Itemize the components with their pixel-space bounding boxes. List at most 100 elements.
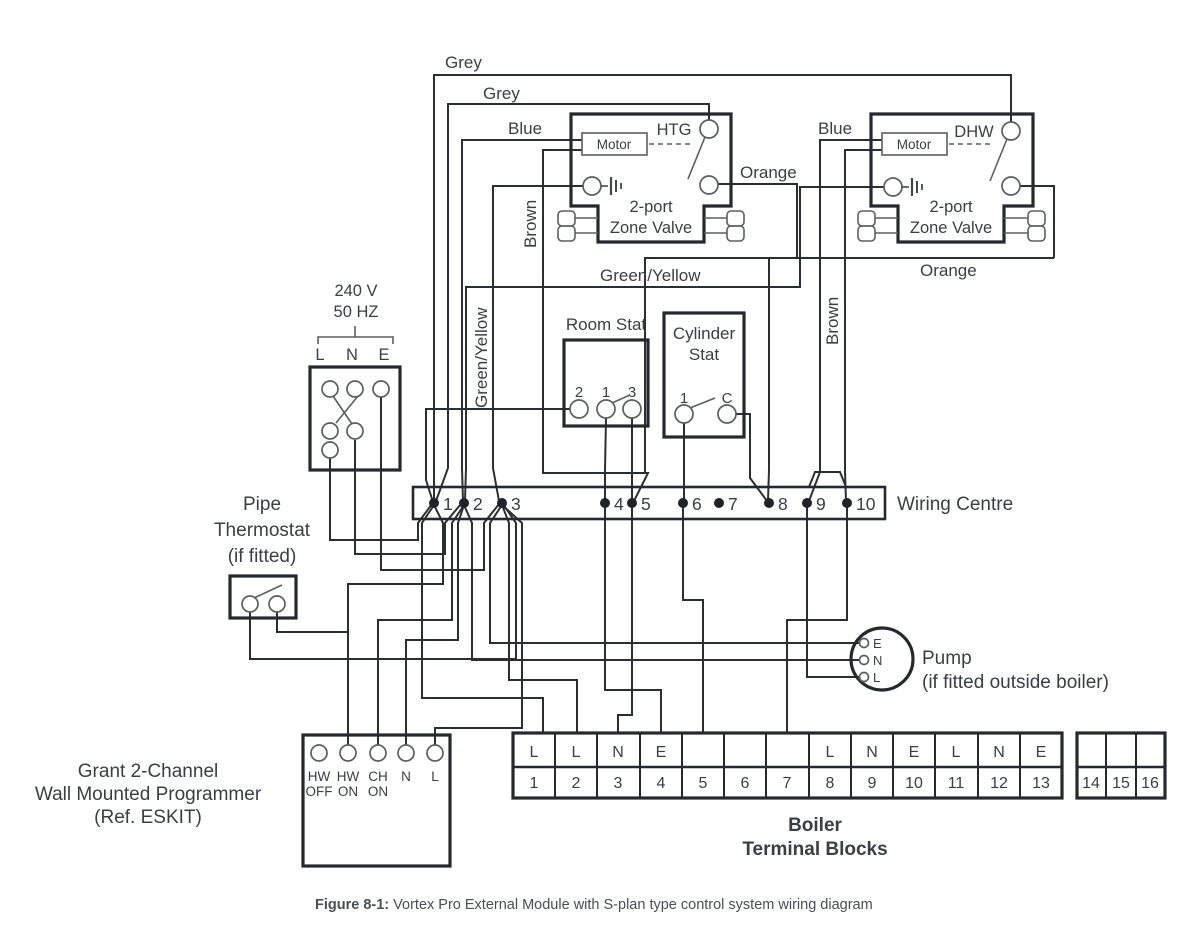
zone-valve-left: Motor HTG 2-port Zone Valve [557, 112, 745, 244]
wc-terminal-7: 7 [728, 494, 738, 514]
pipe-thermostat-title-1: Pipe [243, 494, 281, 515]
boiler-letter-8: L [826, 744, 835, 761]
pipe-thermostat-switch-arm [253, 584, 283, 599]
boiler-letter-1: L [530, 744, 539, 761]
wiring-centre-box [411, 485, 887, 521]
programmer-contact [310, 744, 328, 762]
boiler-number-6: 6 [741, 775, 750, 792]
boiler-letter-9: N [866, 744, 878, 761]
wire-boiler-5 [682, 503, 704, 733]
wc-terminal-9: 9 [816, 494, 826, 514]
boiler-number-10: 10 [905, 775, 923, 792]
wire-prog-n [405, 504, 465, 745]
mains-supply: 240 V 50 HZ L N E [308, 282, 402, 472]
wire-brown-right [844, 149, 882, 502]
wiring-centre: 1 2 3 4 5 6 7 8 9 10 Wiring Centre [411, 485, 1013, 521]
programmer-contact [426, 744, 444, 762]
boiler-number-3: 3 [614, 775, 623, 792]
prog-hw-off-1: HW [308, 769, 331, 784]
room-stat-contact [596, 399, 616, 419]
mains-switch-link [335, 395, 359, 424]
mains-contact [321, 380, 339, 398]
boiler-letter-3: N [612, 744, 624, 761]
wire-orange-drop-t8 [767, 258, 770, 502]
room-stat-box [562, 338, 650, 428]
wire-orange-left [718, 183, 798, 258]
figure-caption: Figure 8-1: Vortex Pro External Module w… [315, 897, 873, 913]
pump-terminal-e [858, 637, 870, 649]
boiler-number-11: 11 [948, 775, 965, 792]
wc-terminal-8: 8 [778, 494, 788, 514]
wc-terminal-3: 3 [511, 494, 521, 514]
earth-icon [601, 177, 622, 195]
mains-contact [372, 380, 390, 398]
label-grey-second: Grey [483, 84, 520, 103]
pump-terminal-l [858, 671, 870, 683]
wc-terminal-5: 5 [641, 494, 651, 514]
cylinder-stat-title-2: Stat [689, 345, 720, 364]
zone-valve-right-dhw-terminal [1001, 121, 1021, 141]
mains-contact [321, 422, 339, 440]
pump-terminal-n [858, 654, 870, 666]
boiler-letter-11: L [952, 744, 961, 761]
zone-valve-right-switch-label: DHW [954, 123, 994, 141]
pipe-thermostat-contact [268, 595, 286, 613]
boiler-letters: L L N E L N E L N E [530, 744, 1047, 761]
label-orange-left: Orange [740, 163, 797, 182]
prog-hw-off-2: OFF [306, 784, 333, 799]
zone-valve-right-motor-label: Motor [897, 137, 932, 152]
label-green-yellow-vertical: Green/Yellow [472, 307, 491, 408]
wire-boiler-7 [786, 503, 848, 733]
wire-room-stat-1 [604, 417, 607, 502]
room-stat-terminal-3: 3 [628, 384, 636, 401]
boiler-number-15: 15 [1112, 775, 1130, 792]
pump: E N L Pump (if fitted outside boiler) [849, 626, 1109, 693]
wire-earth-left-valve [492, 185, 583, 502]
zone-valve-left-htg-terminal [699, 119, 719, 139]
boiler-letter-4: E [656, 744, 667, 761]
zone-valve-right-body [869, 112, 1035, 244]
wire-green-yellow-bus [464, 186, 884, 502]
boiler-number-1: 1 [530, 775, 539, 792]
boiler-letter-10: E [909, 744, 920, 761]
label-orange-right: Orange [920, 261, 977, 280]
boiler-blocks-label-2: Terminal Blocks [742, 839, 887, 860]
zone-valve-left-earth-terminal [582, 176, 602, 196]
zone-valve-right: Motor DHW 2-port Zone Valve [857, 112, 1046, 244]
pipe-thermostat-contact [241, 595, 259, 613]
cylinder-stat-contact [674, 404, 694, 424]
pump-body [849, 626, 915, 692]
prog-ch-on-2: ON [368, 784, 388, 799]
prog-hw-on-1: HW [337, 769, 360, 784]
boiler-number-5: 5 [699, 775, 708, 792]
programmer-label-2: Wall Mounted Programmer [35, 784, 262, 805]
mains-voltage: 240 V [334, 282, 377, 300]
boiler-number-9: 9 [868, 775, 877, 792]
programmer-label-3: (Ref. ESKIT) [94, 807, 202, 828]
zone-valve-left-body [569, 112, 733, 244]
wire-boiler-2 [501, 504, 578, 733]
wire-brown-left [542, 149, 650, 502]
wire-boiler-4 [604, 503, 662, 733]
bracket-icon [317, 326, 394, 344]
programmer: Grant 2-Channel Wall Mounted Programmer … [35, 733, 452, 868]
boiler-block-main [511, 731, 1064, 800]
wire-prog-hw-on [347, 504, 444, 745]
cylinder-stat-switch-arm [689, 397, 716, 409]
programmer-contact [397, 744, 415, 762]
zone-valve-right-switch-arm [989, 138, 1008, 182]
boiler-number-16: 16 [1141, 775, 1159, 792]
figure-caption-label: Figure 8-1: [315, 897, 389, 913]
programmer-contact [369, 744, 387, 762]
cylinder-stat-terminal-1: 1 [680, 390, 688, 407]
mains-contact [346, 422, 364, 440]
boiler-letter-2: L [572, 744, 581, 761]
boiler-extra-numbers: 14 15 16 [1082, 775, 1159, 792]
boiler-number-14: 14 [1082, 775, 1100, 792]
label-brown-right: Brown [823, 297, 842, 345]
pump-terminal-l-label: L [873, 670, 880, 685]
earth-icon [902, 178, 923, 196]
label-blue-right: Blue [818, 119, 852, 138]
